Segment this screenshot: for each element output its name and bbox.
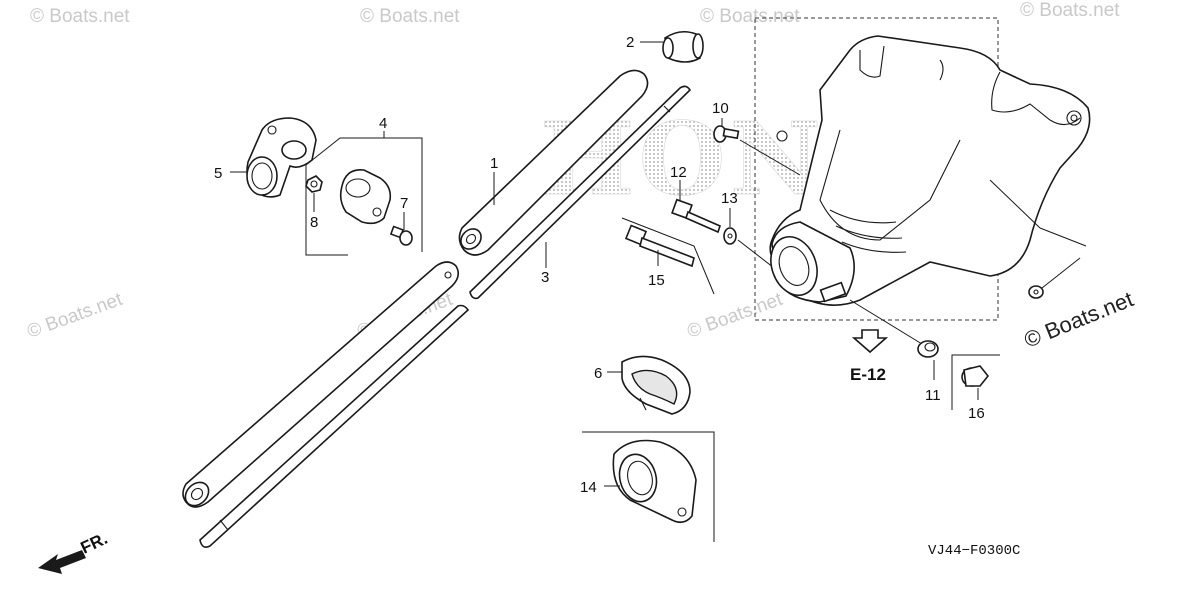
main-pipe: [182, 261, 460, 508]
watermark-top-right: © Boats.net: [700, 6, 800, 27]
part-11-grommet: [849, 299, 939, 380]
callout-13: 13: [721, 190, 738, 207]
diagram-code: VJ44−F0300C: [928, 543, 1020, 559]
part-2-ring: [640, 30, 704, 63]
callout-1: 1: [490, 155, 498, 172]
part-3-drive-shaft: [469, 85, 692, 300]
watermark-left: © Boats.net: [25, 289, 126, 343]
callout-7: 7: [400, 195, 408, 212]
watermark-top-left: © Boats.net: [30, 6, 130, 27]
part-16-plug: [951, 354, 1000, 410]
callout-10: 10: [712, 100, 729, 117]
part-5-hanger-bracket: [230, 117, 317, 198]
callout-4: 4: [379, 115, 387, 132]
callout-2: 2: [626, 34, 634, 51]
callout-11: 11: [925, 387, 941, 404]
callout-8: 8: [310, 214, 318, 231]
housing: [769, 35, 1091, 306]
part-1-grip-tube: [458, 69, 649, 256]
lower-drive-shaft: [199, 304, 470, 548]
watermark-top-far-right: © Boats.net: [1020, 0, 1120, 21]
callout-6: 6: [594, 365, 602, 382]
part-4-clamp-assembly: [305, 131, 423, 256]
callout-14: 14: [580, 479, 597, 496]
part-12-bolt: [671, 180, 721, 234]
part-14-clamp: [582, 431, 715, 542]
part-10-bolt: [713, 118, 801, 176]
direction-arrow-icon: [38, 550, 86, 574]
callout-3: 3: [541, 269, 549, 286]
part-6-band-clamp: [607, 355, 691, 415]
reference-label: E-12: [850, 365, 886, 384]
callout-labels: 1 2 3 4 5 6 7 8 10 11 12 13 14 15 16: [214, 34, 985, 496]
part-15-long-bolt: [621, 217, 715, 295]
callout-15: 15: [648, 272, 665, 289]
watermark-top-mid: © Boats.net: [360, 6, 460, 27]
direction-indicator: FR.: [38, 529, 111, 574]
callout-12: 12: [670, 164, 687, 181]
reference-arrow-e12: [851, 329, 889, 354]
callout-16: 16: [968, 405, 985, 422]
callout-5: 5: [214, 165, 222, 182]
watermark-center-right: © Boats.net: [685, 289, 786, 343]
